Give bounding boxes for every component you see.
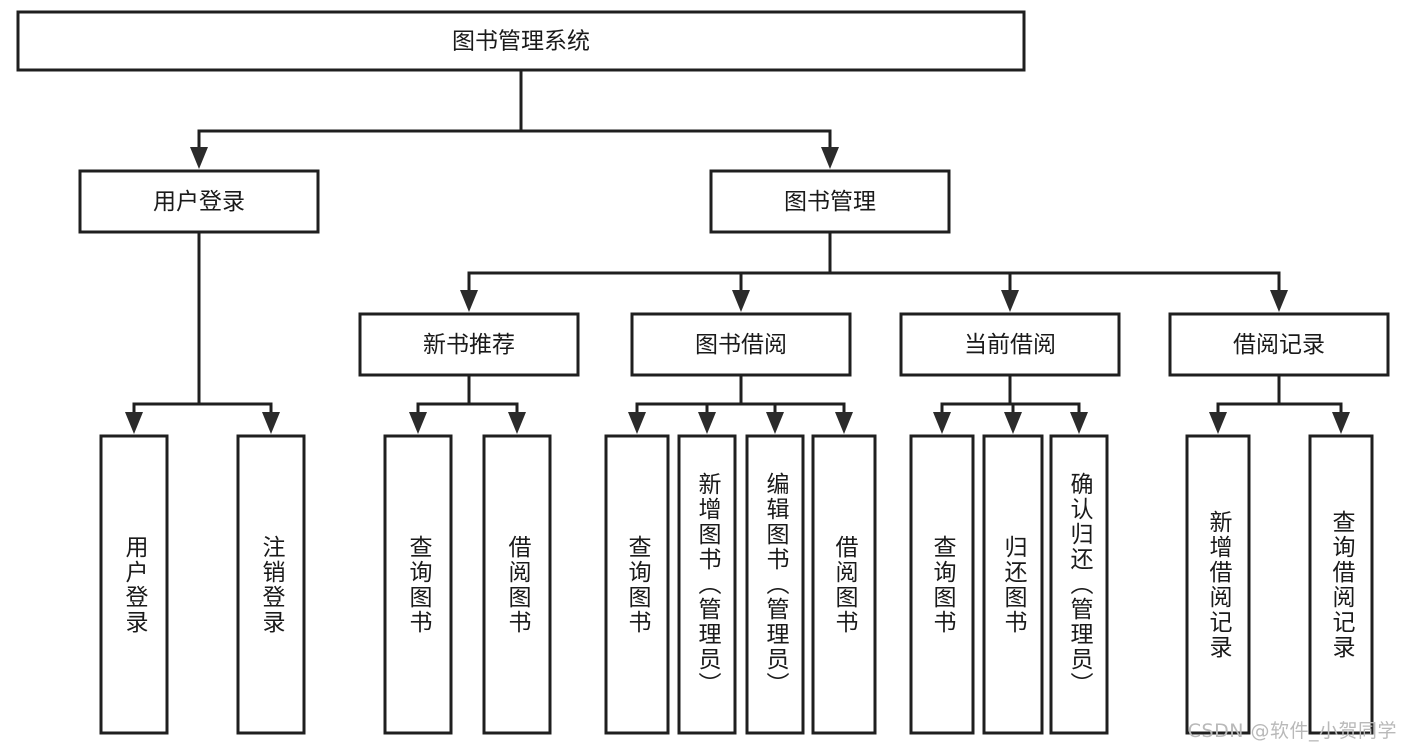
arrow-head-icon <box>1004 412 1022 434</box>
node-l3-新书推荐[interactable] <box>358 312 580 377</box>
arrow-head-icon <box>766 412 784 434</box>
node-label: 用户登录 <box>153 189 245 215</box>
arrow-head-icon <box>732 290 750 312</box>
arrow-head-icon <box>698 412 716 434</box>
arrow-head-icon <box>933 412 951 434</box>
arrow-head-icon <box>821 147 839 169</box>
node-label: 图书借阅 <box>695 332 787 358</box>
node-label: 当前借阅 <box>964 332 1056 358</box>
leaf-box-11[interactable] <box>1185 434 1251 735</box>
node-label: 图书管理 <box>784 189 876 215</box>
arrow-head-icon <box>409 412 427 434</box>
connectors-layer <box>125 68 1350 434</box>
leaf-box-5[interactable] <box>677 434 737 735</box>
arrow-head-icon <box>1070 412 1088 434</box>
leaf-box-7[interactable] <box>811 434 877 735</box>
arrow-head-icon <box>1209 412 1227 434</box>
leaf-box-12[interactable] <box>1308 434 1374 735</box>
node-root-图书管理系统[interactable] <box>16 10 1026 72</box>
arrow-head-icon <box>628 412 646 434</box>
node-label: 图书管理系统 <box>452 29 590 55</box>
watermark-text: CSDN @软件_小贺同学 <box>1187 720 1397 742</box>
node-l3-当前借阅[interactable] <box>899 312 1121 377</box>
arrow-head-icon <box>508 412 526 434</box>
arrow-head-icon <box>1001 290 1019 312</box>
leaf-box-6[interactable] <box>745 434 805 735</box>
node-l2-用户登录[interactable] <box>78 169 320 234</box>
boxes-layer <box>16 10 1390 735</box>
leaf-box-10[interactable] <box>1049 434 1109 735</box>
arrow-head-icon <box>190 147 208 169</box>
arrow-head-icon <box>1332 412 1350 434</box>
leaf-box-0[interactable] <box>99 434 169 735</box>
node-label: 新书推荐 <box>423 332 515 358</box>
node-l3-图书借阅[interactable] <box>630 312 852 377</box>
leaf-box-4[interactable] <box>604 434 670 735</box>
arrow-head-icon <box>125 412 143 434</box>
arrow-head-icon <box>460 290 478 312</box>
arrow-head-icon <box>835 412 853 434</box>
leaf-box-2[interactable] <box>383 434 453 735</box>
leaf-box-9[interactable] <box>982 434 1044 735</box>
node-l3-借阅记录[interactable] <box>1168 312 1390 377</box>
node-l2-图书管理[interactable] <box>709 169 951 234</box>
leaf-box-8[interactable] <box>909 434 975 735</box>
leaf-box-3[interactable] <box>482 434 552 735</box>
leaf-box-1[interactable] <box>236 434 306 735</box>
arrow-head-icon <box>262 412 280 434</box>
node-label: 借阅记录 <box>1233 332 1325 358</box>
arrow-head-icon <box>1270 290 1288 312</box>
